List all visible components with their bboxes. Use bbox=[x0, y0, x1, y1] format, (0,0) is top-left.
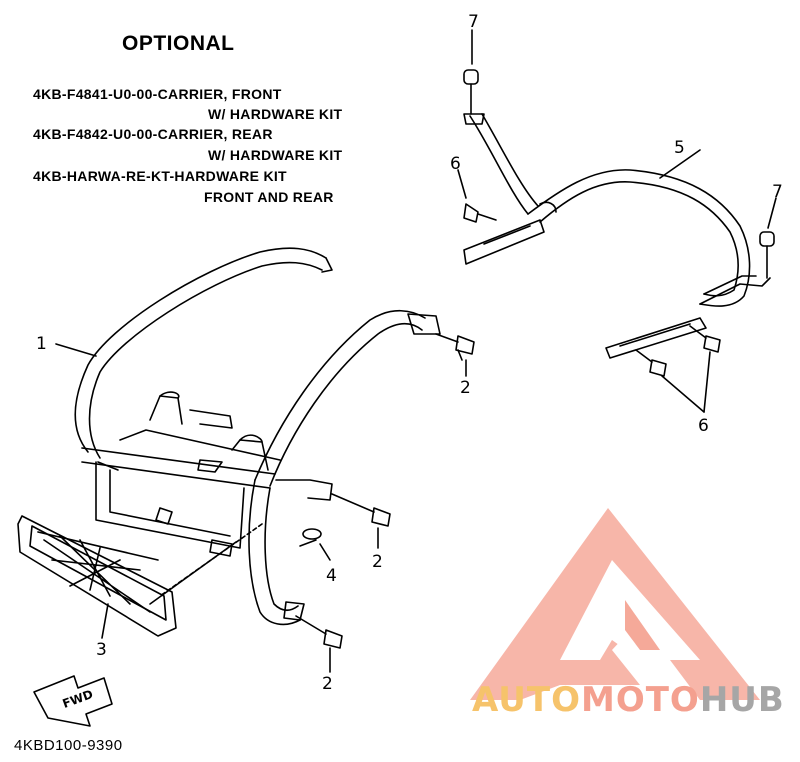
leader-line bbox=[55, 343, 97, 357]
callout-2: 2 bbox=[372, 552, 383, 572]
callout-7: 7 bbox=[468, 12, 479, 32]
brand-watermark: AUTOMOTOHUB bbox=[472, 680, 785, 720]
washer-icon bbox=[299, 528, 331, 561]
forward-arrow-icon bbox=[33, 675, 113, 727]
brand-part: HUB bbox=[699, 680, 785, 720]
note-line: 4KB-F4842-U0-00-CARRIER, REAR bbox=[33, 126, 273, 142]
callout-2: 2 bbox=[460, 378, 471, 398]
grille-part-3 bbox=[17, 515, 177, 637]
note-line: FRONT AND REAR bbox=[204, 189, 334, 205]
callout-3: 3 bbox=[96, 640, 107, 660]
callout-7: 7 bbox=[772, 182, 783, 202]
bolt-icon bbox=[463, 203, 497, 223]
callout-6: 6 bbox=[698, 416, 709, 436]
callout-1: 1 bbox=[36, 334, 47, 354]
watermark-logo-icon bbox=[470, 508, 760, 700]
note-line: W/ HARDWARE KIT bbox=[208, 147, 343, 163]
brand-part: AUTO bbox=[472, 680, 581, 720]
callout-4: 4 bbox=[326, 566, 337, 586]
bolt-icon bbox=[635, 349, 667, 377]
document-number: 4KBD100-9390 bbox=[14, 737, 123, 754]
heading: OPTIONAL bbox=[122, 32, 235, 55]
bolt-icon bbox=[331, 493, 391, 527]
leader-line bbox=[661, 375, 705, 413]
rubber-cap-icon bbox=[463, 69, 479, 115]
leader-line bbox=[703, 351, 711, 413]
callout-5: 5 bbox=[674, 138, 685, 158]
bolt-icon bbox=[295, 615, 343, 649]
callout-2: 2 bbox=[322, 674, 333, 694]
leader-line bbox=[101, 603, 109, 639]
leader-line bbox=[659, 149, 701, 179]
note-line: W/ HARDWARE KIT bbox=[208, 106, 343, 122]
note-line: 4KB-F4841-U0-00-CARRIER, FRONT bbox=[33, 86, 282, 102]
callout-6: 6 bbox=[450, 154, 461, 174]
bolt-icon bbox=[689, 325, 721, 353]
brand-part: MOTO bbox=[580, 680, 700, 720]
front-carrier-part-1 bbox=[74, 247, 441, 626]
rubber-cap-icon bbox=[759, 231, 775, 279]
leader-line bbox=[767, 197, 777, 229]
rear-carrier-part-5 bbox=[463, 113, 771, 359]
bolt-icon bbox=[435, 333, 475, 361]
note-line: 4KB-HARWA-RE-KT-HARDWARE KIT bbox=[33, 168, 287, 184]
leader-line bbox=[457, 169, 467, 199]
